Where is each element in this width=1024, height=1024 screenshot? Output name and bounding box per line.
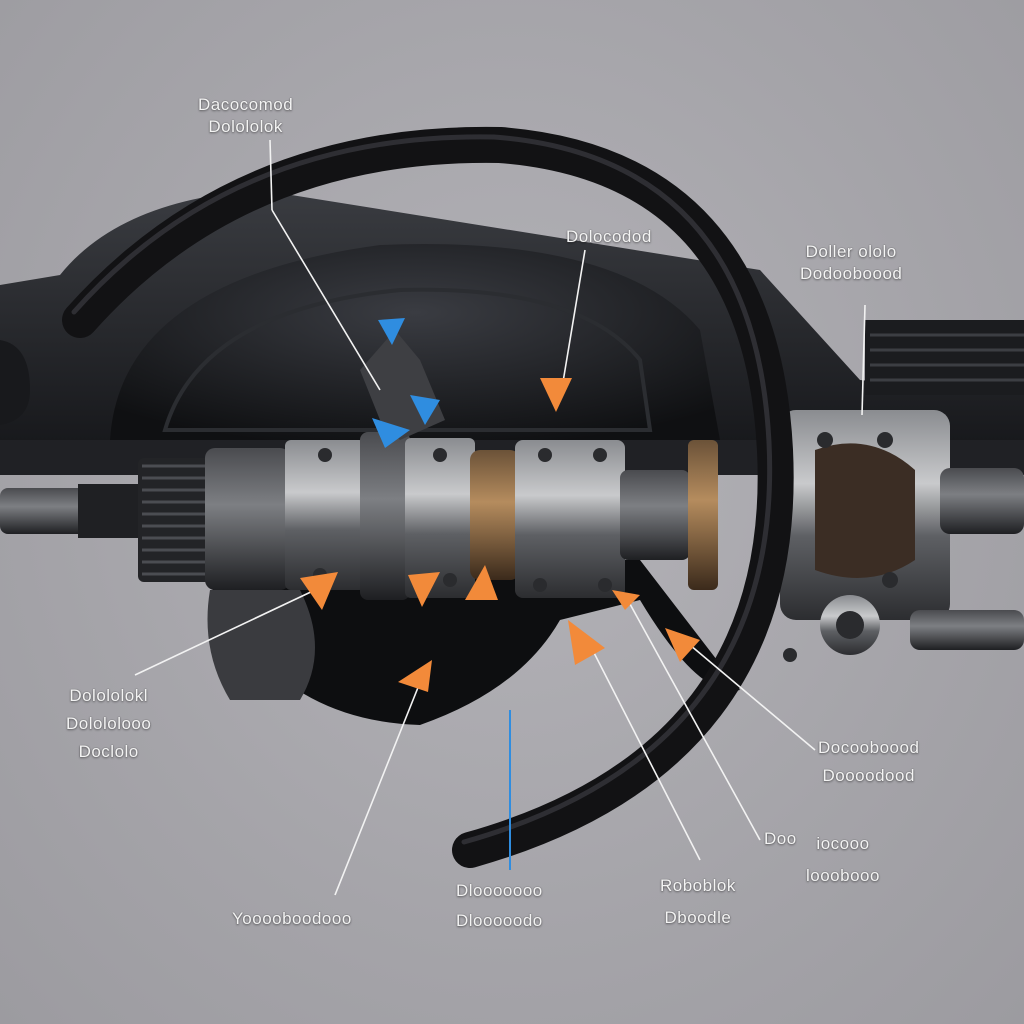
arrow-left xyxy=(300,572,338,610)
label-bottom-right-b-line-1: iocooo xyxy=(816,834,870,853)
label-top-right-line-2: Dodooboood xyxy=(800,264,903,283)
label-bottom-right-a-line-1: Doo xyxy=(764,829,797,848)
column-shroud xyxy=(200,560,740,725)
label-bottom-center-line-2: Dboodle xyxy=(664,908,732,927)
label-bottom-left-line-1: Yooooboodooo xyxy=(232,909,352,928)
arrow-lower-right xyxy=(568,620,605,665)
label-bottom-left: Yooooboodooo xyxy=(232,908,352,930)
label-bottom-center-left-line-1: Dlooooooo xyxy=(456,881,543,900)
label-left-line-2: Dolololooo xyxy=(66,714,152,733)
label-left: Dolololokl Dolololooo Doclolo xyxy=(66,682,151,766)
label-top-center-line-1: Dolocodod xyxy=(566,227,652,246)
arrow-mid xyxy=(465,565,498,600)
housing-cavity xyxy=(815,443,915,578)
arrow-lower-left xyxy=(398,660,432,692)
bronze-bushing xyxy=(470,450,520,580)
label-right-line-1: Docooboood xyxy=(818,738,920,757)
steering-column-mechanism xyxy=(0,330,1024,700)
spline-gear xyxy=(138,458,218,582)
arrow-small-right xyxy=(612,590,640,610)
label-bottom-right-b: iocooo looobooo xyxy=(806,828,880,892)
label-top-left-line-2: Dolololok xyxy=(208,117,283,136)
blue-arrow-right xyxy=(410,395,440,425)
arrow-mid-left xyxy=(408,572,440,607)
label-bottom-center-line-1: Roboblok xyxy=(660,876,736,895)
housing-block-1 xyxy=(285,440,365,590)
blue-arrow-left xyxy=(372,418,410,448)
label-right-line-2: Doooodood xyxy=(822,766,915,785)
housing-block-3 xyxy=(515,440,625,598)
instrument-cluster xyxy=(110,244,720,440)
label-bottom-center-left: Dlooooooo Dlooooodo xyxy=(456,876,543,936)
blue-arrows xyxy=(372,318,440,448)
orange-arrows xyxy=(300,378,700,692)
arrow-top-center xyxy=(540,378,572,412)
right-air-vent xyxy=(865,320,1024,395)
label-top-left-line-1: Dacocomod xyxy=(198,95,294,114)
label-top-center: Dolocodod xyxy=(566,226,652,248)
arrow-right xyxy=(665,628,700,662)
gear-ring xyxy=(205,448,290,590)
label-right: Docooboood Doooodood xyxy=(818,734,919,790)
left-air-vent xyxy=(0,340,30,425)
leader-lines xyxy=(134,139,866,896)
label-top-right-line-1: Doller ololo xyxy=(805,242,897,261)
label-bottom-right-a: Doo xyxy=(764,828,797,850)
right-shaft xyxy=(940,468,1024,534)
label-bottom-center: Roboblok Dboodle xyxy=(660,870,736,934)
label-bottom-right-b-line-2: looobooo xyxy=(806,866,880,885)
label-top-left: Dacocomod Dolololok xyxy=(198,94,293,138)
blue-arrow-top xyxy=(378,318,405,345)
lower-bracket xyxy=(207,590,315,700)
label-left-line-3: Doclolo xyxy=(78,742,139,761)
label-left-line-1: Dolololokl xyxy=(69,686,149,705)
housing-block-2 xyxy=(405,438,475,598)
label-bottom-center-left-line-2: Dlooooodo xyxy=(456,911,543,930)
label-top-right: Doller ololo Dodooboood xyxy=(800,241,902,285)
